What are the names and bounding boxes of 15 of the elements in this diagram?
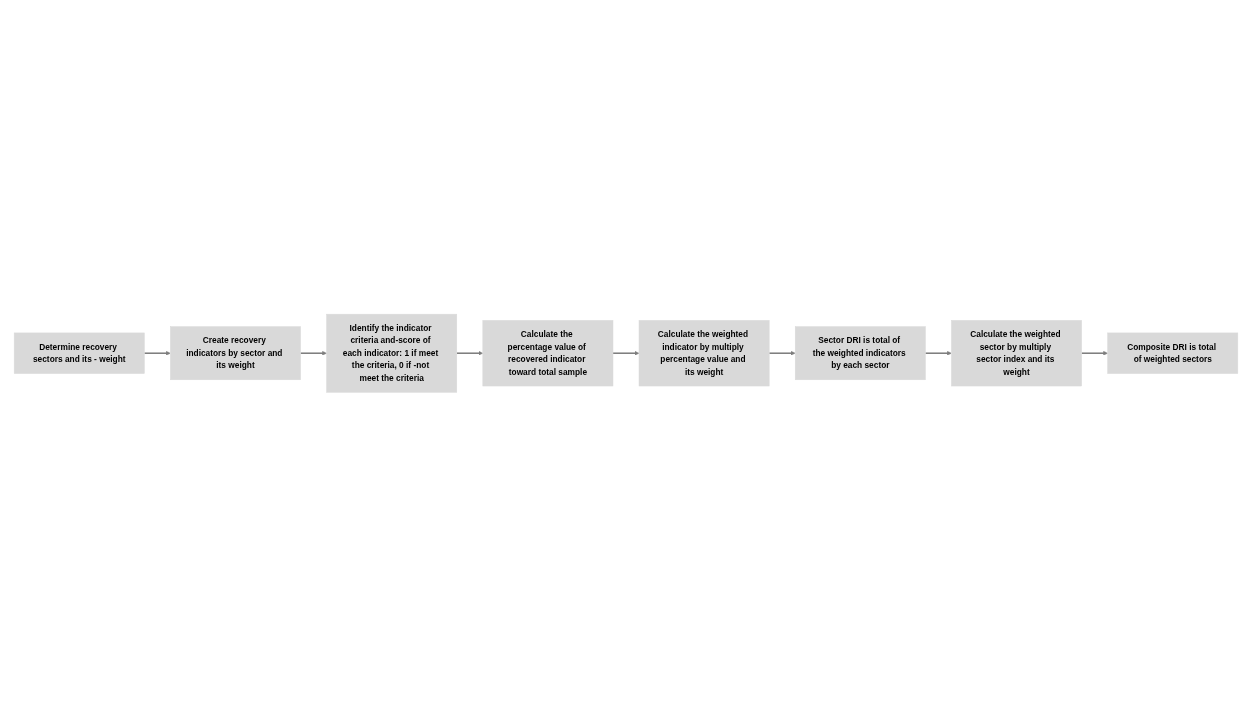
- node-box: Identify the indicator criteria and-score of each indicator: 1 if meet the criteria, 0 if -not meet the criteria: [326, 314, 458, 393]
- arrow: [1080, 351, 1108, 356]
- node-box: Calculate the weighted sector by multiply sector index and its weight: [951, 320, 1082, 387]
- node-box: Determine recovery sectors and its - weight: [13, 332, 145, 375]
- arrow: [612, 351, 640, 356]
- arrow: [143, 351, 171, 356]
- arrow: [924, 351, 952, 356]
- arrow: [456, 351, 483, 356]
- node-box: Calculate the weighted indicator by multiply percentage value and its weight: [638, 320, 770, 387]
- node-box: Create recovery indicators by sector and its weight: [170, 326, 301, 381]
- arrow: [768, 351, 796, 356]
- node-box: Calculate the percentage value of recovered indicator toward total sample: [482, 320, 614, 387]
- arrow: [299, 351, 327, 356]
- node-box: Composite DRI is total of weighted sectors: [1107, 332, 1239, 375]
- node-box: Sector DRI is total of the weighted indicators by each sector: [794, 326, 926, 381]
